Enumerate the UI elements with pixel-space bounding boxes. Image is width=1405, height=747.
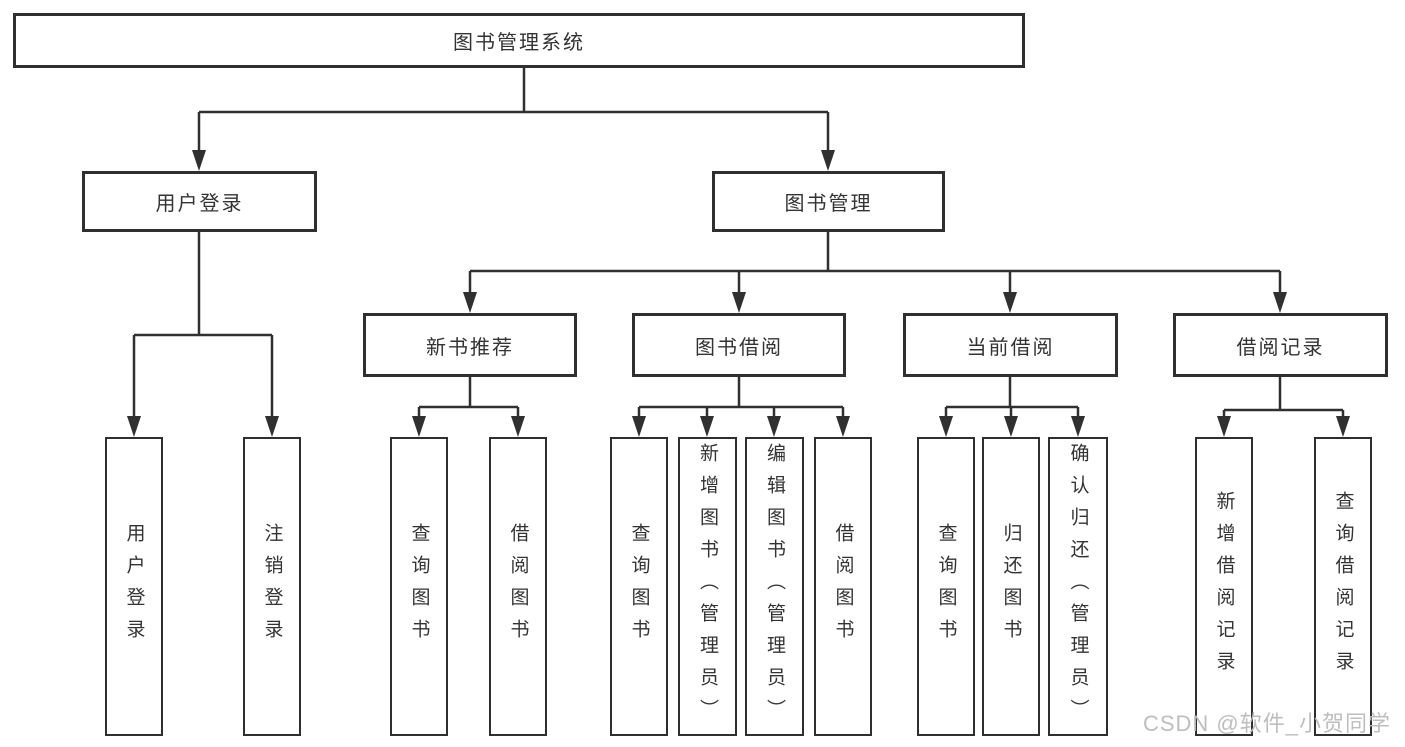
- leaf-add-borrow-record: 新增借阅记录: [1195, 437, 1253, 736]
- leaf-logout-label: 注销登录: [261, 522, 283, 651]
- group-book-borrow-label: 图书借阅: [695, 336, 783, 359]
- leaf-return-book: 归还图书: [982, 437, 1040, 736]
- arrowhead: [767, 416, 781, 437]
- group-new-book-recommend-label: 新书推荐: [426, 336, 514, 359]
- leaf-add-borrow-record-label: 新增借阅记录: [1213, 490, 1235, 683]
- leaf-user-login: 用户登录: [105, 437, 163, 736]
- connector-current-to-leaves: [944, 377, 1080, 420]
- connector-root-to-level2: [197, 68, 830, 154]
- arrowhead: [836, 416, 850, 437]
- branch-user-login: 用户登录: [82, 171, 317, 232]
- arrowhead: [1004, 416, 1018, 437]
- arrowhead: [1336, 416, 1350, 437]
- arrowhead: [632, 416, 646, 437]
- leaf-confirm-return-admin: 确认归还（管理员）: [1048, 437, 1108, 736]
- arrowhead: [412, 416, 426, 437]
- leaf-query-borrow-record: 查询借阅记录: [1314, 437, 1372, 736]
- arrowhead: [463, 292, 477, 313]
- connector-management-to-groups: [468, 232, 1282, 296]
- leaf-borrow-books-label: 借阅图书: [832, 522, 854, 651]
- arrowhead: [127, 416, 141, 437]
- arrowhead: [1003, 292, 1017, 313]
- branch-book-management: 图书管理: [712, 171, 945, 232]
- group-current-borrow: 当前借阅: [903, 313, 1118, 377]
- leaf-edit-book-admin: 编辑图书（管理员）: [745, 437, 804, 736]
- leaf-query-books-recommend-label: 查询图书: [408, 522, 430, 651]
- leaf-borrow-books-recommend-label: 借阅图书: [507, 522, 529, 651]
- arrowhead: [939, 416, 953, 437]
- arrowhead: [821, 150, 835, 171]
- group-borrow-records: 借阅记录: [1173, 313, 1388, 377]
- branch-book-management-label: 图书管理: [784, 193, 873, 215]
- leaf-logout: 注销登录: [243, 437, 301, 736]
- arrowhead: [732, 292, 746, 313]
- root-node-label: 图书管理系统: [453, 32, 585, 54]
- leaf-confirm-return-admin-label: 确认归还（管理员）: [1067, 442, 1089, 731]
- leaf-query-books-current: 查询图书: [917, 437, 975, 736]
- leaf-query-books-borrow: 查询图书: [610, 437, 668, 736]
- root-node: 图书管理系统: [13, 13, 1025, 68]
- arrowhead: [511, 416, 525, 437]
- connector-recommend-to-leaves: [417, 377, 520, 420]
- leaf-add-book-admin: 新增图书（管理员）: [678, 437, 737, 736]
- branch-user-login-label: 用户登录: [155, 193, 244, 215]
- group-book-borrow: 图书借阅: [632, 313, 846, 377]
- arrowhead: [1273, 292, 1287, 313]
- leaf-borrow-books-recommend: 借阅图书: [489, 437, 547, 736]
- group-current-borrow-label: 当前借阅: [966, 336, 1055, 359]
- connector-borrow-to-leaves: [637, 377, 845, 420]
- arrowhead: [1071, 416, 1085, 437]
- arrowhead: [1217, 416, 1231, 437]
- connector-records-to-leaves: [1222, 377, 1345, 420]
- leaf-return-book-label: 归还图书: [1000, 522, 1022, 651]
- leaf-query-books-recommend: 查询图书: [390, 437, 448, 736]
- leaf-user-login-label: 用户登录: [123, 522, 145, 651]
- leaf-add-book-admin-label: 新增图书（管理员）: [697, 442, 718, 731]
- leaf-borrow-books: 借阅图书: [814, 437, 872, 736]
- arrowhead: [700, 416, 714, 437]
- connector-login-to-leaves: [132, 232, 274, 420]
- leaf-query-books-borrow-label: 查询图书: [628, 522, 650, 651]
- leaf-query-books-current-label: 查询图书: [935, 522, 957, 651]
- group-new-book-recommend: 新书推荐: [363, 313, 577, 377]
- leaf-edit-book-admin-label: 编辑图书（管理员）: [764, 442, 785, 731]
- leaf-query-borrow-record-label: 查询借阅记录: [1332, 490, 1354, 683]
- arrowhead: [192, 150, 206, 171]
- arrowhead: [265, 416, 279, 437]
- group-borrow-records-label: 借阅记录: [1236, 336, 1325, 359]
